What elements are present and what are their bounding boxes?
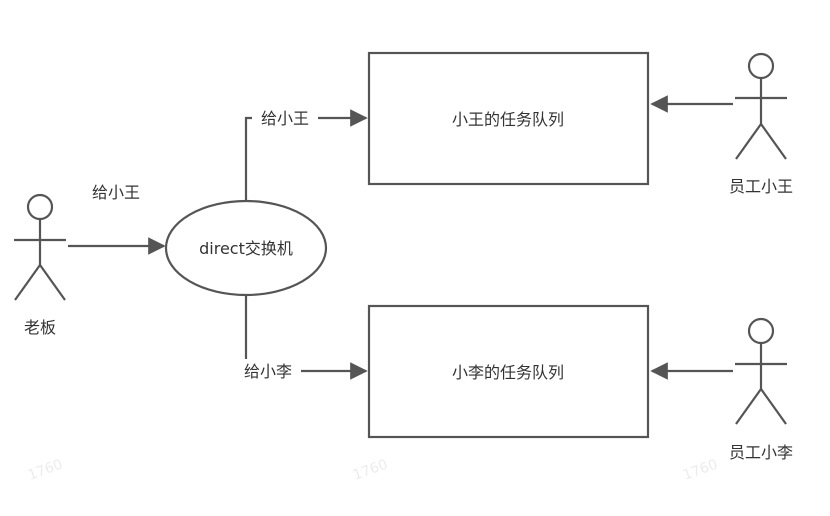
boss-actor [14,193,66,301]
boss-message-label: 给小王 [92,183,140,202]
watermark: 1760 1760 1760 [26,457,720,484]
worker-li-label: 员工小李 [729,443,793,462]
route-to-wang-arrow [244,109,368,201]
svg-text:1760: 1760 [351,457,390,484]
boss-label: 老板 [24,318,56,337]
queue-wang [367,51,650,186]
route-li-label: 给小李 [244,362,292,381]
exchange-label: direct交换机 [199,239,293,258]
queue-li [367,304,650,439]
worker-li-actor [735,317,787,425]
worker-wang-label: 员工小王 [729,177,793,196]
queue-wang-label: 小王的任务队列 [452,110,564,129]
worker-wang-actor [735,52,787,160]
svg-text:1760: 1760 [681,457,720,484]
queue-li-label: 小李的任务队列 [452,363,564,382]
svg-text:1760: 1760 [26,457,65,484]
route-wang-label: 给小王 [261,109,309,128]
